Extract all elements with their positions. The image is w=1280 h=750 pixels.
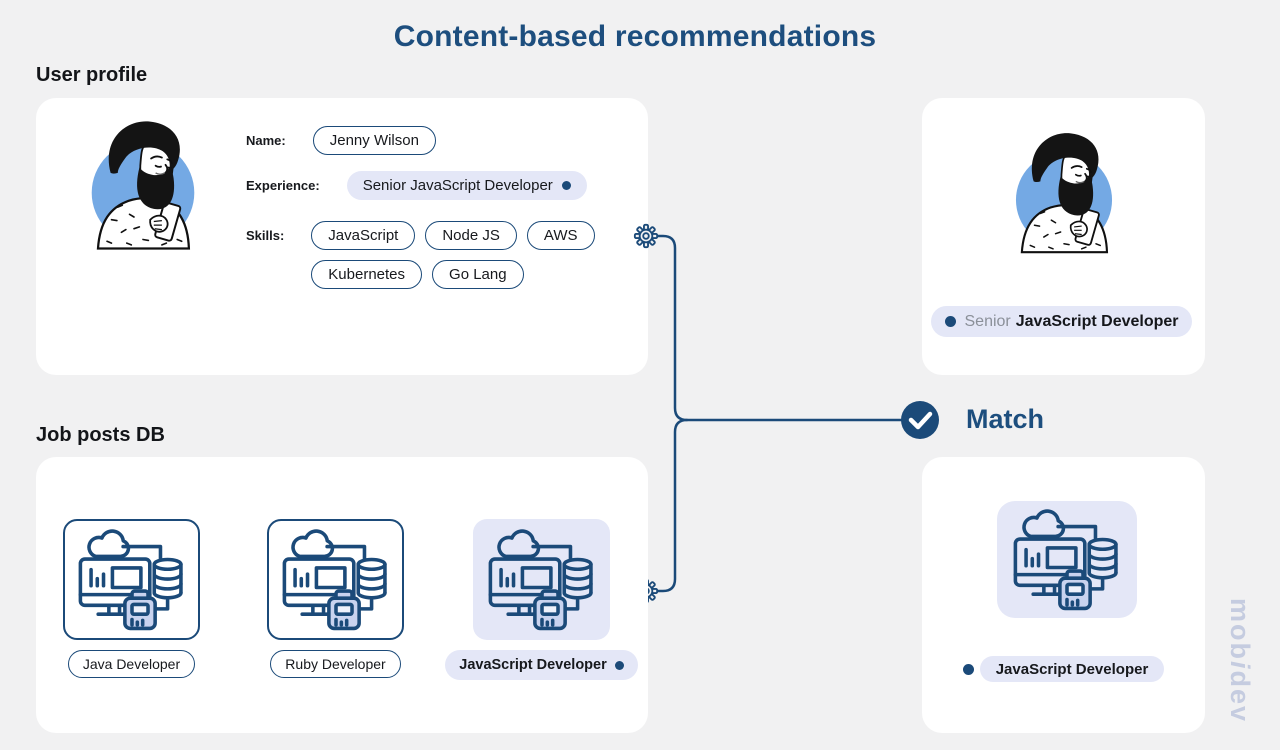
gear-icon bbox=[633, 223, 659, 249]
job-label: JavaScript Developer bbox=[459, 657, 607, 673]
user-profile-heading: User profile bbox=[36, 64, 148, 86]
matched-job-card: JavaScript Developer bbox=[922, 457, 1205, 733]
skill-pill: Go Lang bbox=[432, 260, 524, 289]
job-post-icon bbox=[483, 527, 601, 632]
name-value-pill: Jenny Wilson bbox=[312, 126, 436, 155]
experience-field: Experience: Senior JavaScript Developer bbox=[246, 171, 587, 200]
matched-candidate-card: Senior JavaScript Developer bbox=[922, 98, 1205, 375]
match-dot bbox=[962, 663, 974, 675]
user-profile-card: Name: Jenny Wilson Experience: Senior Ja… bbox=[36, 98, 648, 375]
job-icon-box bbox=[63, 519, 200, 640]
skills-field: Skills: JavaScript Node JS AWS Kubernete… bbox=[246, 221, 603, 289]
job-post-icon bbox=[1008, 507, 1126, 612]
match-check-icon bbox=[901, 401, 939, 439]
job-item-javascript: JavaScript Developer bbox=[445, 519, 638, 680]
experience-label: Experience: bbox=[246, 178, 320, 193]
job-label-pill: Ruby Developer bbox=[270, 650, 401, 678]
match-label: Match bbox=[966, 404, 1045, 434]
job-icon-box bbox=[267, 519, 404, 640]
match-dot bbox=[561, 181, 571, 190]
job-label-pill: Java Developer bbox=[67, 650, 196, 678]
name-field: Name: Jenny Wilson bbox=[246, 126, 436, 155]
mobidev-watermark: mobidev bbox=[1224, 598, 1255, 723]
skill-pill: Kubernetes bbox=[311, 260, 423, 289]
job-posts-card: Java Developer Ruby Developer JavaScript… bbox=[36, 457, 648, 733]
matched-candidate-pill: Senior JavaScript Developer bbox=[931, 306, 1192, 337]
user-avatar bbox=[80, 106, 206, 256]
job-item-java: Java Developer bbox=[63, 519, 200, 678]
role-text: JavaScript Developer bbox=[1015, 312, 1179, 330]
skills-pills: JavaScript Node JS AWS Kubernetes Go Lan… bbox=[311, 221, 603, 289]
name-label: Name: bbox=[246, 133, 286, 148]
watermark-part: dev bbox=[1225, 670, 1255, 724]
skill-pill: AWS bbox=[526, 221, 595, 250]
job-post-icon bbox=[73, 527, 191, 632]
watermark-part: i bbox=[1225, 661, 1255, 671]
seniority-text: Senior bbox=[964, 312, 1011, 330]
match-dot bbox=[944, 316, 956, 327]
experience-value-pill: Senior JavaScript Developer bbox=[346, 171, 587, 200]
job-item-ruby: Ruby Developer bbox=[267, 519, 404, 678]
matched-job-pill-row: JavaScript Developer bbox=[922, 656, 1205, 682]
job-label-pill-highlighted: JavaScript Developer bbox=[445, 650, 638, 680]
job-posts-heading: Job posts DB bbox=[36, 424, 165, 446]
watermark-part: mob bbox=[1225, 598, 1255, 661]
matched-candidate-avatar bbox=[1005, 116, 1123, 262]
job-post-icon bbox=[277, 527, 395, 632]
matched-job-icon-box bbox=[997, 501, 1137, 618]
experience-value: Senior JavaScript Developer bbox=[362, 177, 553, 194]
job-icon-box-highlighted bbox=[473, 519, 610, 640]
skill-pill: JavaScript bbox=[311, 221, 416, 250]
skill-pill: Node JS bbox=[425, 221, 517, 250]
matched-job-pill: JavaScript Developer bbox=[979, 656, 1165, 682]
match-dot bbox=[614, 660, 624, 670]
page-title: Content-based recommendations bbox=[393, 20, 877, 53]
skills-label: Skills: bbox=[246, 228, 285, 243]
